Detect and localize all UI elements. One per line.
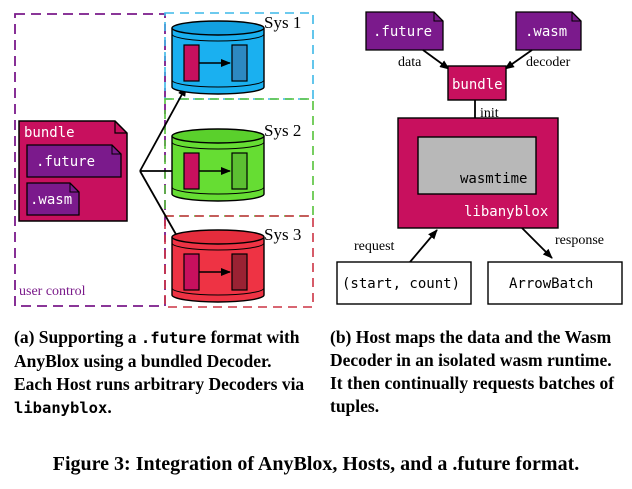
sys3-label: Sys 3 [264, 225, 301, 244]
future-label-left: .future [36, 154, 95, 170]
bundle-label-left: bundle [24, 125, 75, 141]
wasm-doc-right: .wasm [515, 11, 582, 51]
wasm-label-right: .wasm [525, 24, 567, 40]
response-label: response [555, 233, 604, 248]
sys2-input-block [183, 152, 200, 190]
sys2-label: Sys 2 [264, 121, 301, 140]
sys1-input-block [183, 44, 200, 82]
wasmtime-label: wasmtime [460, 171, 527, 187]
future-label-right: .future [373, 24, 432, 40]
caption-a: (a) Supporting a .future format with Any… [14, 326, 312, 420]
arrow-response [521, 227, 553, 259]
caption-a-prefix: (a) Supporting a [14, 327, 141, 347]
arrow-future-to-bundle [422, 49, 450, 70]
request-label: request [354, 239, 395, 254]
caption-a-suffix: . [107, 397, 112, 417]
caption-b: (b) Host maps the data and the Wasm Deco… [330, 327, 615, 416]
sys1-output-block [231, 44, 248, 82]
sys1-label: Sys 1 [264, 13, 301, 32]
wasmtime-box [417, 136, 537, 195]
panel-a: user control bundle .future .wasm [14, 12, 314, 308]
sys3-output-block [231, 253, 248, 291]
wasm-doc-left: .wasm [26, 182, 80, 216]
start-count-box [336, 261, 472, 305]
sys3-input-block [183, 253, 200, 291]
future-doc-left: .future [26, 144, 122, 178]
panel-b: .future .wasm data decoder bundle init w… [336, 11, 623, 305]
caption-a-middle: format with AnyBlox using a bundled Deco… [14, 327, 305, 394]
sys1-cylinder: Sys 1 [171, 13, 301, 95]
arrow-to-sys1 [139, 86, 187, 172]
bundle-label-right: bundle [452, 77, 503, 93]
caption-a-code-libanyblox: libanyblox [14, 399, 108, 417]
sys3-cylinder: Sys 3 [171, 225, 301, 303]
user-control-label: user control [19, 284, 86, 299]
arrowbatch-label: ArrowBatch [509, 276, 593, 292]
arrowbatch-box [487, 261, 623, 305]
init-label: init [480, 106, 499, 121]
sys1-region [164, 12, 314, 100]
data-label: data [398, 55, 422, 70]
sys2-region [164, 98, 314, 217]
start-count-label: (start, count) [342, 276, 460, 292]
wasm-label-left: .wasm [30, 192, 72, 208]
future-doc-right: .future [365, 11, 444, 51]
caption-a-code-future: .future [140, 329, 207, 347]
sys2-output-block [231, 152, 248, 190]
decoder-label: decoder [526, 55, 571, 70]
arrow-wasm-to-bundle [504, 49, 533, 70]
bundle-box-right [447, 65, 507, 101]
sys2-cylinder: Sys 2 [171, 121, 301, 202]
arrow-request [409, 229, 438, 263]
figure-title: Figure 3: Integration of AnyBlox, Hosts,… [52, 453, 580, 475]
libanyblox-label: libanyblox [464, 204, 548, 220]
